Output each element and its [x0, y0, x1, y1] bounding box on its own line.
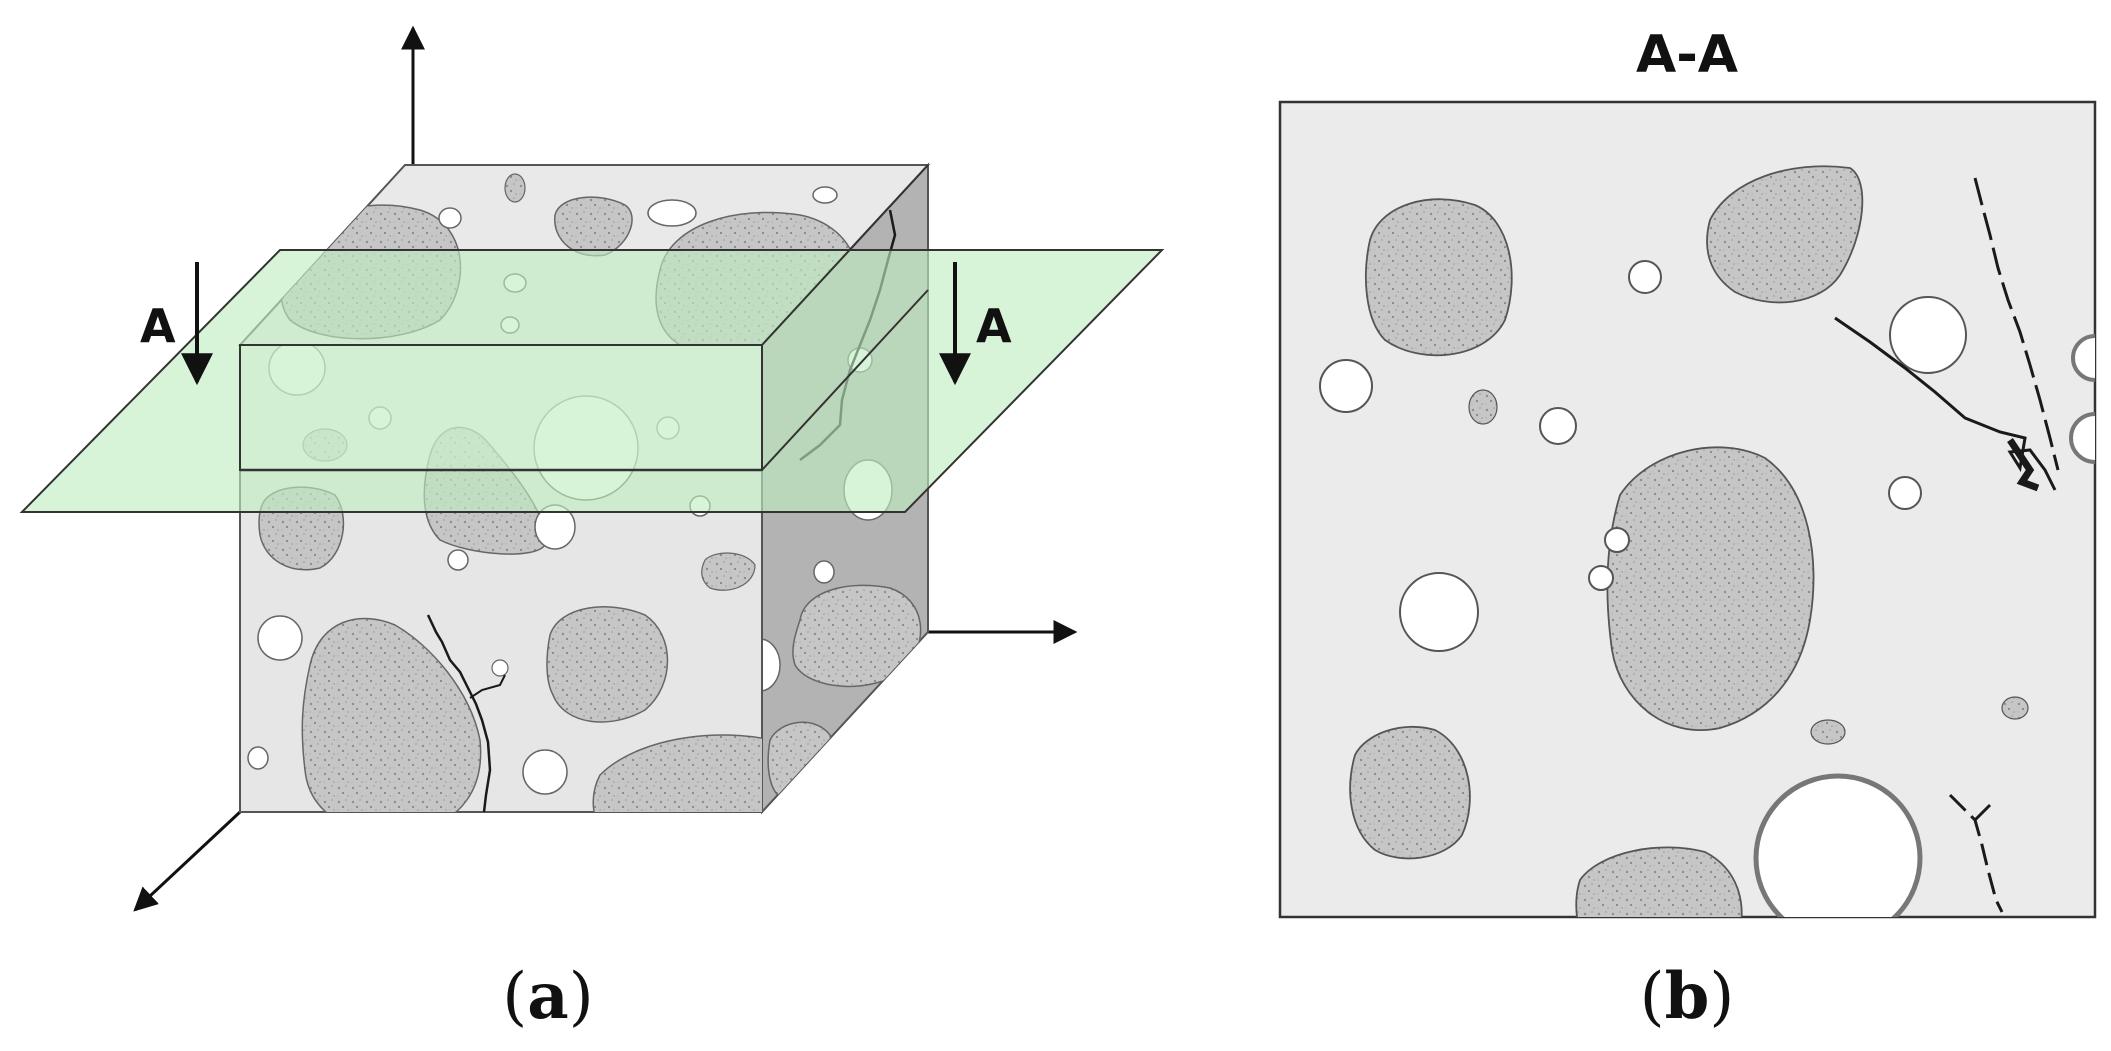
air-void — [1889, 296, 1967, 374]
crack-line — [1948, 793, 2004, 913]
aggregate-particle — [2001, 696, 2029, 720]
section-label-right: A — [976, 299, 1012, 353]
aggregate-particle — [1606, 446, 1815, 731]
aggregate-particle — [301, 617, 482, 812]
air-void — [1319, 359, 1373, 413]
aggregate-particle — [592, 734, 762, 812]
aggregate-particle — [1706, 165, 1864, 304]
air-void — [1539, 407, 1577, 445]
section-cut-prism — [239, 344, 763, 471]
cross-section-title: A-A — [1636, 25, 1738, 85]
crack-line — [2007, 438, 2040, 492]
air-void — [438, 207, 462, 229]
crack-line — [1973, 803, 1992, 822]
air-void — [447, 549, 469, 571]
crack-line — [1973, 177, 2060, 471]
air-void — [257, 615, 303, 661]
aggregate-particle — [504, 173, 526, 203]
air-void — [2069, 412, 2095, 464]
section-label-left: A — [140, 299, 176, 353]
air-void — [491, 659, 509, 677]
aggregate-particle — [1365, 198, 1513, 357]
panel-a-cube-diagram: A A (a) — [19, 25, 1165, 1034]
depth-axis-arrow — [133, 810, 242, 912]
aggregate-particle — [1575, 846, 1743, 917]
air-void — [812, 186, 838, 204]
aggregate-particle — [554, 196, 633, 257]
panel-a-caption: (a) — [502, 959, 593, 1034]
panel-b-cross-section: A-A — [1278, 25, 2097, 1034]
section-cut-edge — [761, 164, 929, 346]
air-void — [522, 749, 568, 795]
aggregate-particle — [767, 721, 832, 801]
section-cut-edge — [761, 289, 929, 471]
aggregate-particle — [1810, 719, 1846, 745]
crack-line — [1834, 316, 2057, 491]
aggregate-particle — [1349, 725, 1471, 860]
panel-b-caption: (b) — [1640, 959, 1735, 1034]
air-void — [647, 199, 697, 227]
air-void — [2071, 334, 2095, 382]
section-plane — [19, 164, 1165, 513]
air-void — [247, 746, 269, 770]
air-void — [1628, 260, 1662, 294]
aggregate-particle — [546, 606, 669, 723]
air-void — [1888, 476, 1922, 510]
aggregate-particle — [792, 584, 922, 688]
crack-line — [469, 674, 506, 699]
air-void — [1753, 773, 1923, 917]
air-void — [1588, 565, 1614, 591]
aggregate-particle — [1468, 389, 1498, 425]
air-void — [813, 560, 835, 584]
air-void — [762, 638, 781, 692]
air-void — [1604, 527, 1630, 553]
air-void — [1399, 572, 1479, 652]
aggregate-particle — [701, 552, 756, 591]
